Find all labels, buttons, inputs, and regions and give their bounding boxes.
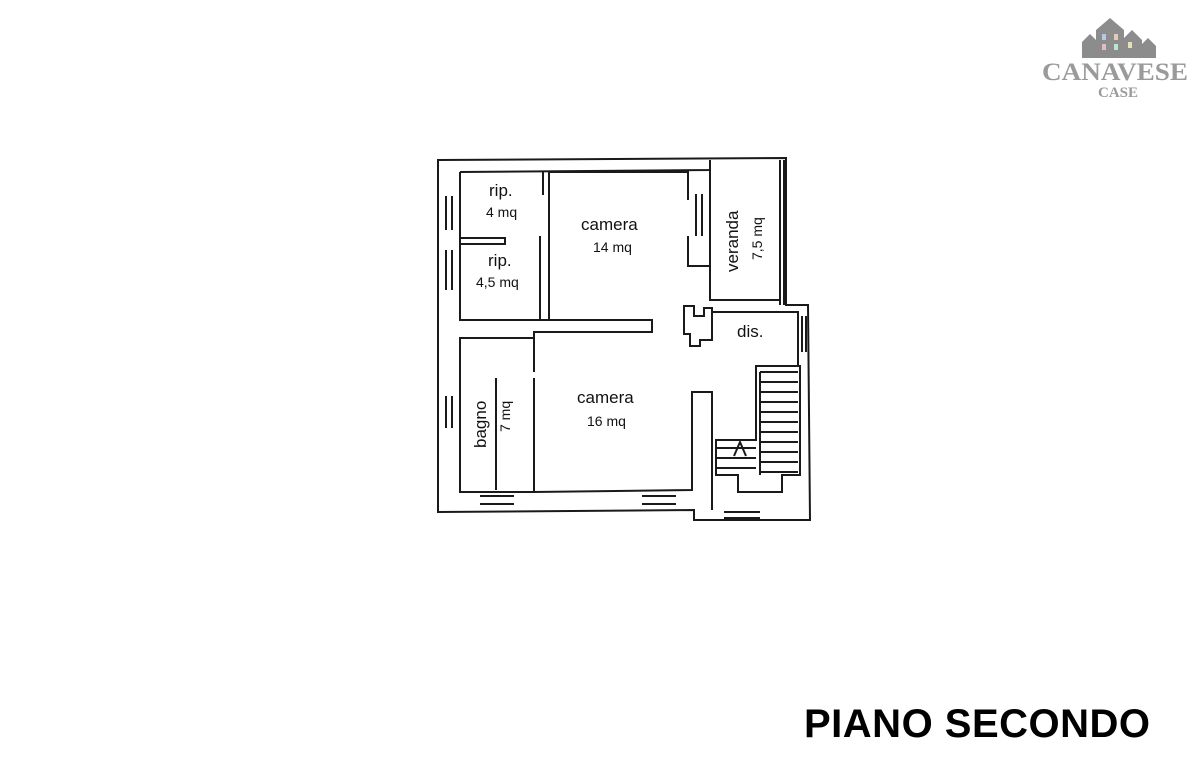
room-camera2-area: 16 mq [587,413,626,429]
room-rip2-area: 4,5 mq [476,274,519,290]
room-camera1-area: 14 mq [593,239,632,255]
room-veranda-area: 7,5 mq [749,217,765,260]
walls [437,156,812,521]
room-camera1-name: camera [581,215,638,234]
floor-title: PIANO SECONDO [804,702,1151,746]
logo-brand: CANAVESE [1042,59,1188,86]
room-dis-name: dis. [737,322,763,341]
room-veranda-name: veranda [723,210,742,272]
room-rip1-name: rip. [489,181,513,200]
logo-sub: CASE [1098,85,1138,100]
room-bagno-name: bagno [471,401,490,448]
canavese-case-logo: CANAVESE CASE [1042,18,1188,100]
room-rip1-area: 4 mq [486,204,517,220]
room-camera2-name: camera [577,388,634,407]
room-bagno-area: 7 mq [497,401,513,432]
room-rip2-name: rip. [488,251,512,270]
houses-icon [1082,18,1156,58]
